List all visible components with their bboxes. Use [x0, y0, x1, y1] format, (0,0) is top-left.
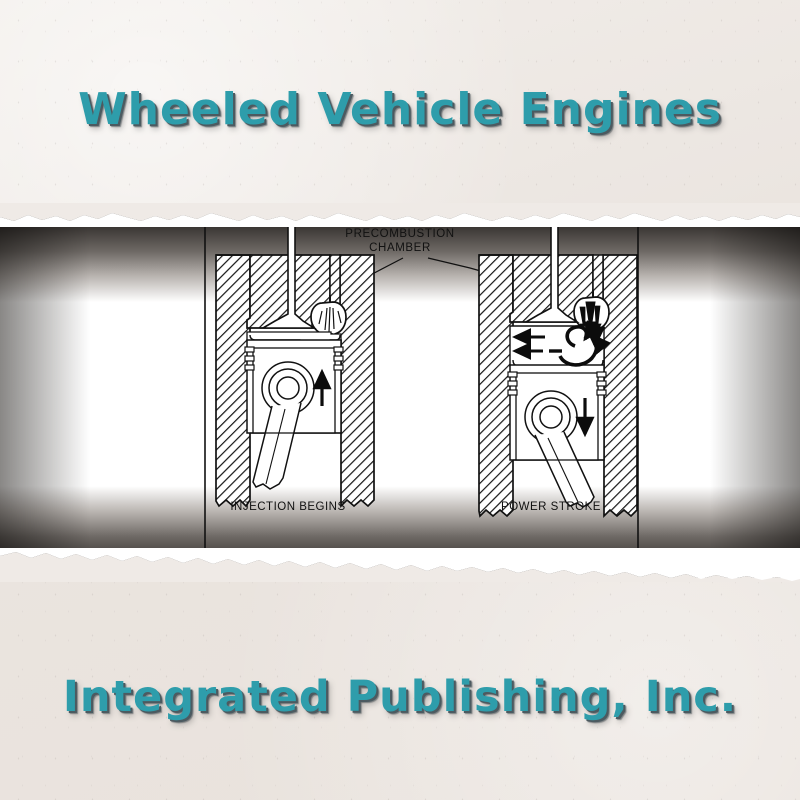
- piston-rings-left: [244, 346, 344, 371]
- vignette-right: [710, 210, 800, 578]
- vignette-left: [0, 210, 90, 578]
- connecting-rod-centerline-left: [265, 408, 286, 485]
- cylinder-wall-left-outer: [215, 254, 251, 508]
- panel-injection-begins: INJECTION BEGINS: [215, 219, 375, 513]
- valve-stem-right: [523, 219, 580, 323]
- panel-caption-power: POWER STROKE: [501, 501, 601, 513]
- callout-label-line1: PRECOMBUSTION: [345, 228, 454, 240]
- wrist-pin-bore-right: [539, 405, 563, 429]
- page-title: Wheeled Vehicle Engines: [78, 84, 722, 135]
- callout-label-line2: CHAMBER: [369, 242, 431, 254]
- publisher-name: Integrated Publishing, Inc.: [62, 672, 738, 722]
- engine-cycle-diagram: PRECOMBUSTION CHAMBER: [204, 219, 639, 564]
- swirl-arrows-right: [512, 320, 611, 367]
- valve-stem-left: [260, 219, 317, 329]
- panel-power-stroke: POWER STROKE: [478, 219, 638, 519]
- wrist-pin-bore-left: [276, 376, 300, 400]
- panel-caption-injection: INJECTION BEGINS: [230, 501, 345, 513]
- connecting-rod-left: [252, 402, 302, 490]
- connecting-rod-right: [534, 431, 595, 508]
- illustration-band: PRECOMBUSTION CHAMBER: [0, 210, 800, 578]
- piston-rings-right: [507, 371, 607, 396]
- connecting-rod-centerline-right: [547, 437, 579, 503]
